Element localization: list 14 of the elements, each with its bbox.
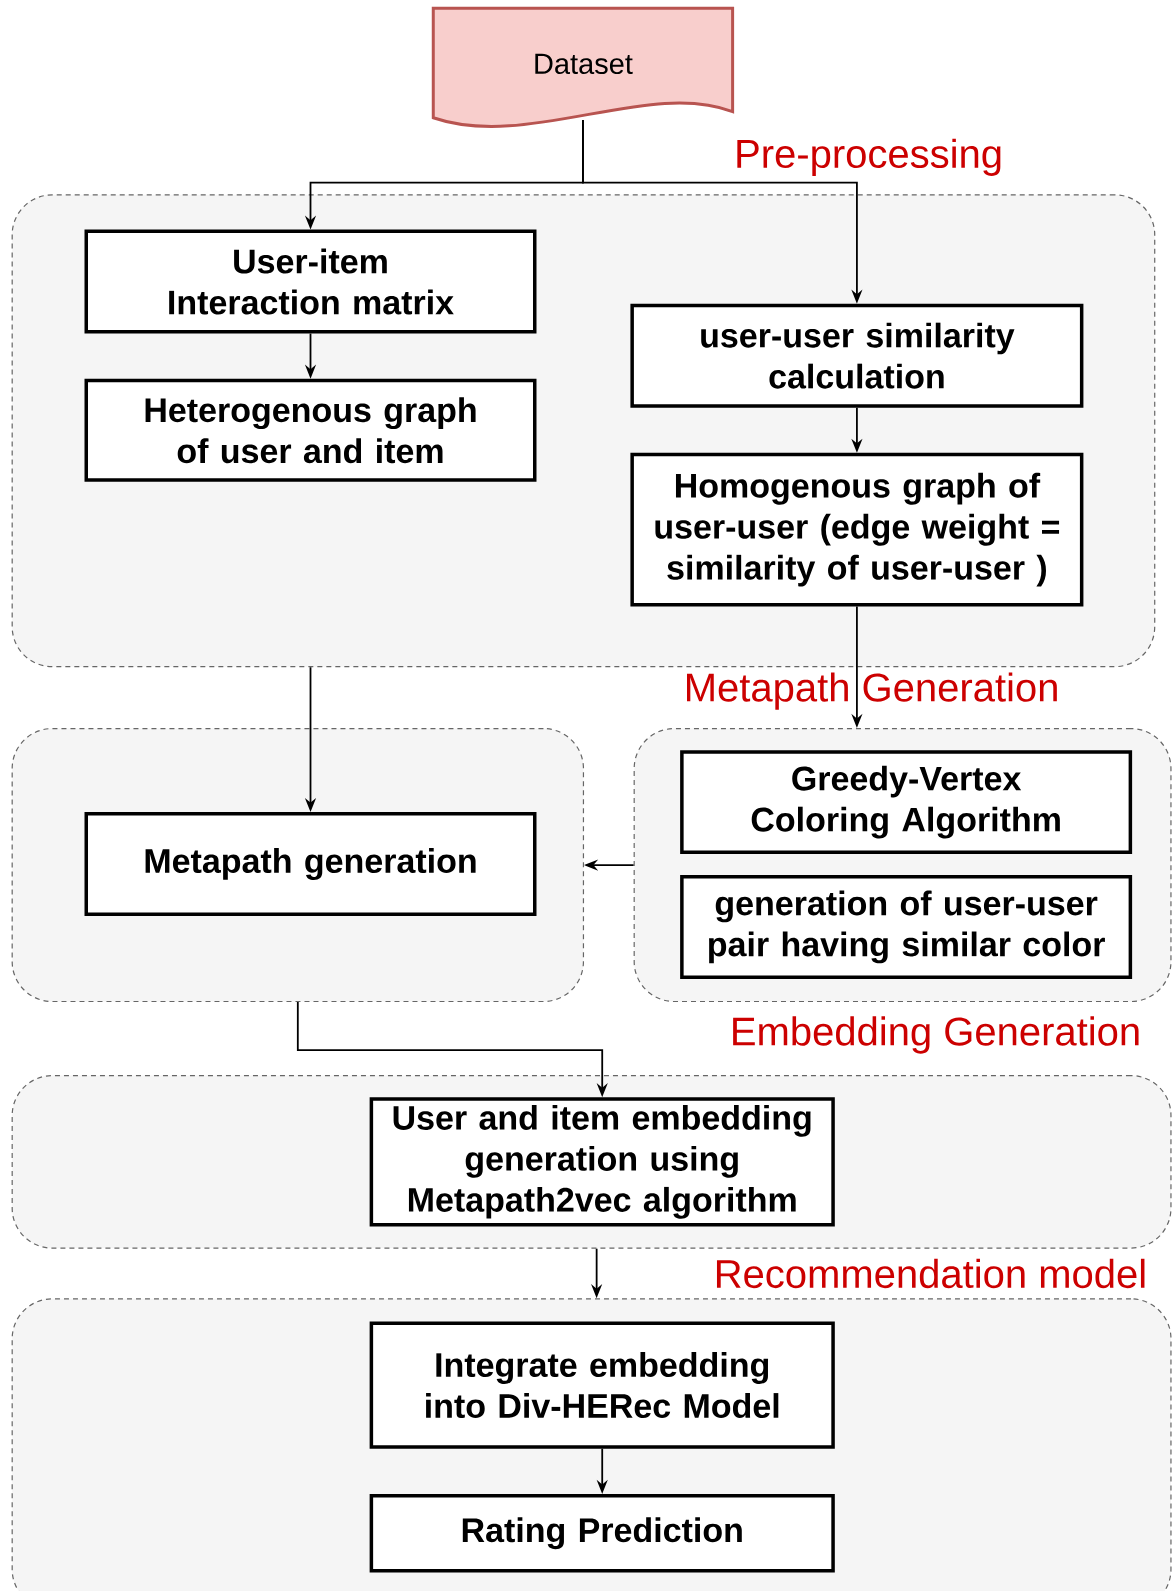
process-box: generation of user-user pair having similar color bbox=[680, 874, 1133, 979]
process-box: Greedy-Vertex Coloring Algorithm bbox=[680, 750, 1133, 855]
process-box: Metapath generation bbox=[84, 812, 537, 916]
section-heading: Pre-processing bbox=[737, 138, 1001, 176]
process-box: user-user similarity calculation bbox=[630, 303, 1084, 408]
process-box: Rating Prediction bbox=[369, 1493, 835, 1573]
process-box: Homogenous graph of user-user (edge weight = similarity of user-user ) bbox=[630, 452, 1084, 607]
section-heading: Embedding Generation bbox=[733, 1016, 1139, 1054]
section-heading: Metapath Generation bbox=[687, 672, 1057, 710]
process-box: User and item embedding generation using Metapath2vec algorithm bbox=[369, 1097, 835, 1227]
process-box: Heterogenous graph of user and item bbox=[84, 378, 537, 482]
process-box: User-item Interaction matrix bbox=[84, 229, 537, 334]
process-box: Integrate embedding into Div-HERec Model bbox=[369, 1321, 835, 1449]
section-heading: Recommendation model bbox=[716, 1258, 1145, 1289]
